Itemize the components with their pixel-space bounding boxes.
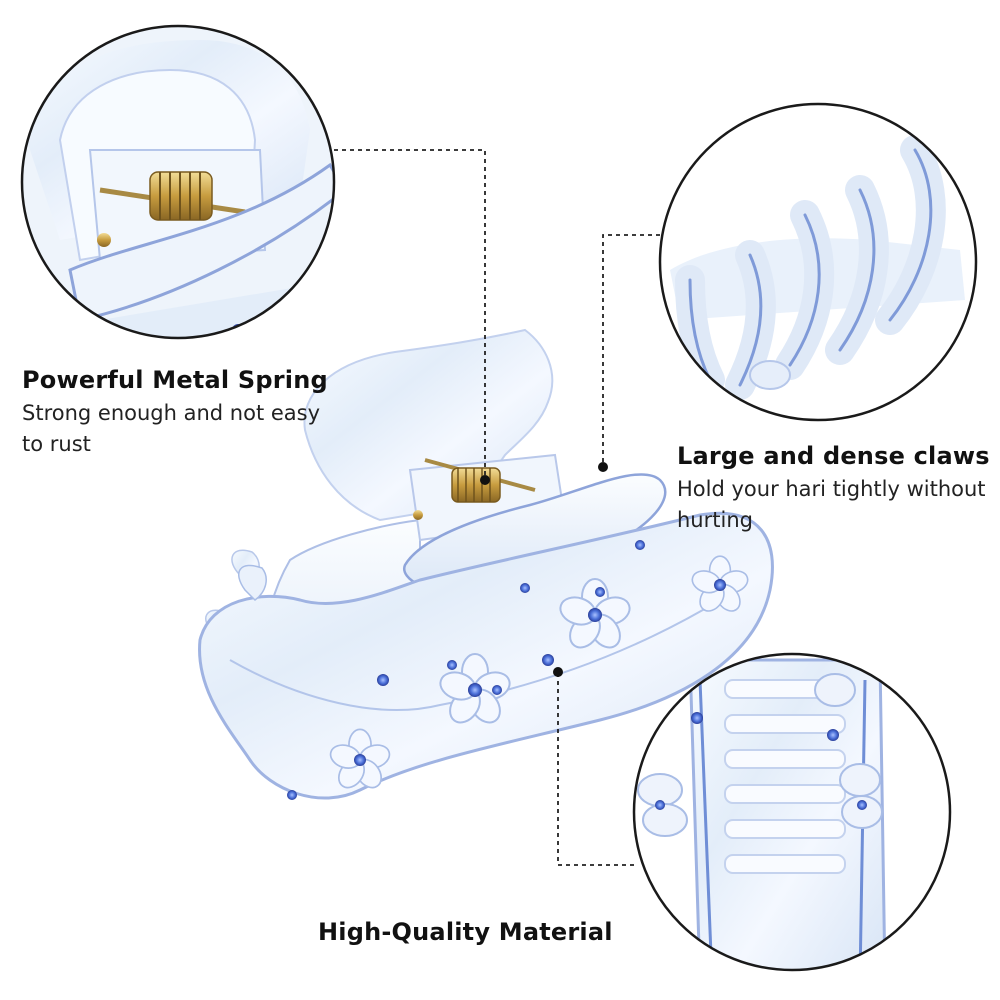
claws-feature-title: Large and dense claws	[677, 442, 990, 470]
spring-closeup-circle	[20, 24, 336, 340]
hair-claw-clip	[198, 328, 774, 800]
rhinestones	[287, 540, 726, 800]
claws-feature-description: Hold your hari tightly without hurting	[677, 477, 986, 532]
spring-feature-title: Powerful Metal Spring	[22, 366, 328, 394]
leader-lines	[334, 149, 660, 866]
material-pointer-dot	[553, 667, 563, 677]
spring-feature-description: Strong enough and not easy to rust	[22, 401, 321, 456]
spring-pointer-dot	[480, 475, 490, 485]
claws-closeup-circle	[658, 102, 978, 422]
material-closeup-circle	[632, 652, 952, 972]
material-feature-title: High-Quality Material	[318, 918, 613, 946]
claws-pointer-dot	[598, 462, 608, 472]
